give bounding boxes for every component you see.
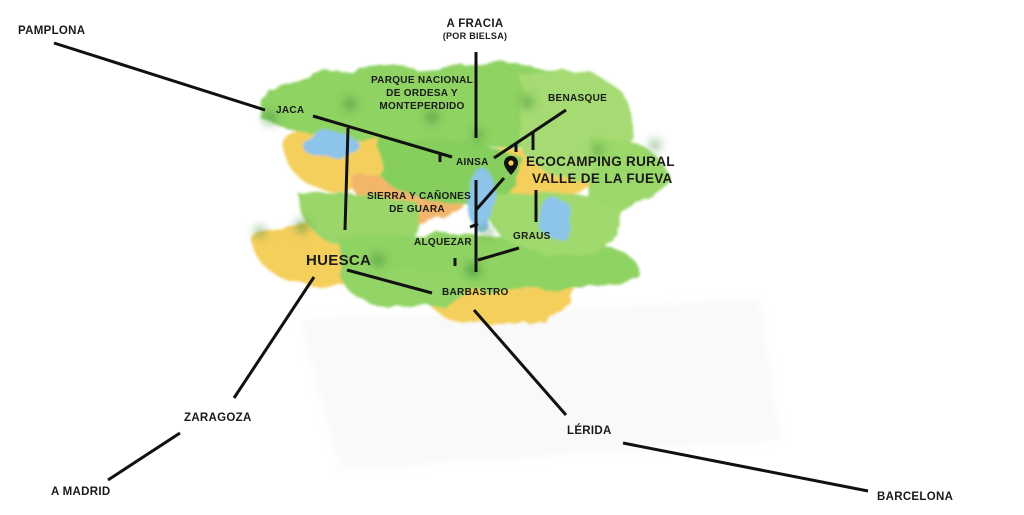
route-zaragoza-madrid <box>107 431 181 482</box>
label-lerida[interactable]: LÉRIDA <box>567 425 612 437</box>
label-guara[interactable]: SIERRA Y CAÑONES DE GUARA <box>367 190 472 216</box>
route-jaca-huesca <box>343 127 350 231</box>
lake-mediano <box>468 168 496 232</box>
green-area-east <box>590 139 668 210</box>
route-lerida-barcelona <box>622 441 869 493</box>
label-francia-note: (POR BIELSA) <box>442 31 508 42</box>
label-francia[interactable]: A FRACIA (POR BIELSA) <box>430 18 520 42</box>
label-ecocamping-line2: VALLE DE LA FUEVA <box>532 171 673 186</box>
route-graus-barbastro <box>477 246 520 262</box>
location-pin-icon[interactable] <box>504 156 518 175</box>
route-barbastro-lerida <box>472 309 568 416</box>
lake-jaca <box>302 132 358 158</box>
forest-spots <box>255 96 660 277</box>
label-barbastro[interactable]: BARBASTRO <box>442 287 509 298</box>
label-francia-main: A FRACIA <box>446 18 504 30</box>
label-ordesa-line1: PARQUE NACIONAL <box>370 75 474 86</box>
label-zaragoza[interactable]: ZARAGOZA <box>184 412 252 424</box>
label-madrid[interactable]: A MADRID <box>51 486 111 498</box>
route-lines <box>53 41 869 493</box>
label-jaca[interactable]: JACA <box>276 105 305 116</box>
label-guara-line2: DE GUARA <box>389 204 445 215</box>
label-ecocamping-line1: ECOCAMPING RURAL <box>526 154 675 169</box>
label-pamplona[interactable]: PAMPLONA <box>18 25 86 37</box>
label-graus[interactable]: GRAUS <box>513 231 551 242</box>
label-guara-line1: SIERRA Y CAÑONES <box>367 191 472 202</box>
label-ordesa-line3: MONTEPERDIDO <box>379 101 465 112</box>
label-ainsa[interactable]: AINSA <box>456 157 489 168</box>
route-pamplona-jaca <box>53 41 266 112</box>
label-benasque[interactable]: BENASQUE <box>548 93 608 104</box>
route-huesca-zaragoza <box>232 276 316 399</box>
label-ordesa-line2: DE ORDESA Y <box>386 88 458 99</box>
route-huesca-barbastro <box>346 268 433 295</box>
label-ecocamping[interactable]: ECOCAMPING RURAL VALLE DE LA FUEVA <box>526 153 675 187</box>
lake-barasona <box>537 198 573 238</box>
label-barcelona[interactable]: BARCELONA <box>877 491 954 503</box>
route-fueva-ainsa-south <box>474 177 506 211</box>
label-ordesa[interactable]: PARQUE NACIONAL DE ORDESA Y MONTEPERDIDO <box>368 74 476 113</box>
label-huesca[interactable]: HUESCA <box>306 252 372 269</box>
route-alquezar-tick <box>469 222 479 229</box>
route-jaca-ainsa <box>312 114 453 159</box>
route-benasque-ainsa <box>493 108 567 160</box>
label-alquezar[interactable]: ALQUEZAR <box>414 237 472 248</box>
